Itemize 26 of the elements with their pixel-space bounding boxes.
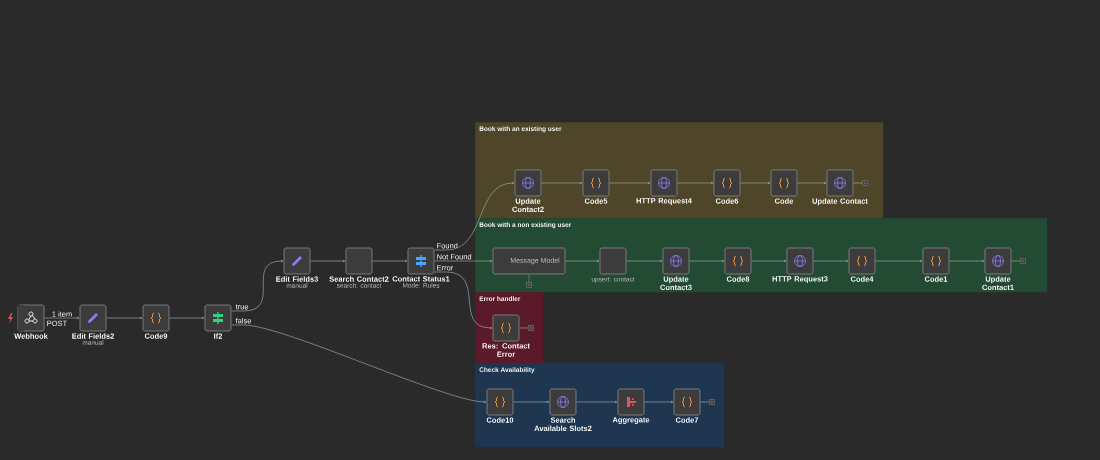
connector [740, 181, 771, 185]
connector [644, 400, 674, 404]
connector [565, 259, 600, 263]
connector [44, 316, 80, 320]
connector [372, 259, 408, 263]
connector [310, 259, 346, 263]
connector [231, 259, 284, 312]
connector [813, 259, 849, 263]
workflow-node [599, 247, 627, 275]
connector [513, 400, 550, 404]
connector [434, 271, 493, 330]
connector [434, 259, 493, 263]
connector [689, 259, 725, 263]
connector [626, 259, 663, 263]
connector [576, 400, 618, 404]
connector [231, 324, 487, 404]
connector [434, 181, 515, 251]
connector [677, 181, 714, 185]
connector [609, 181, 651, 185]
connector [949, 259, 985, 263]
connector [106, 316, 143, 320]
connector [797, 181, 827, 185]
connector [875, 259, 923, 263]
connector [169, 316, 205, 320]
connector [541, 181, 583, 185]
connector [751, 259, 787, 263]
